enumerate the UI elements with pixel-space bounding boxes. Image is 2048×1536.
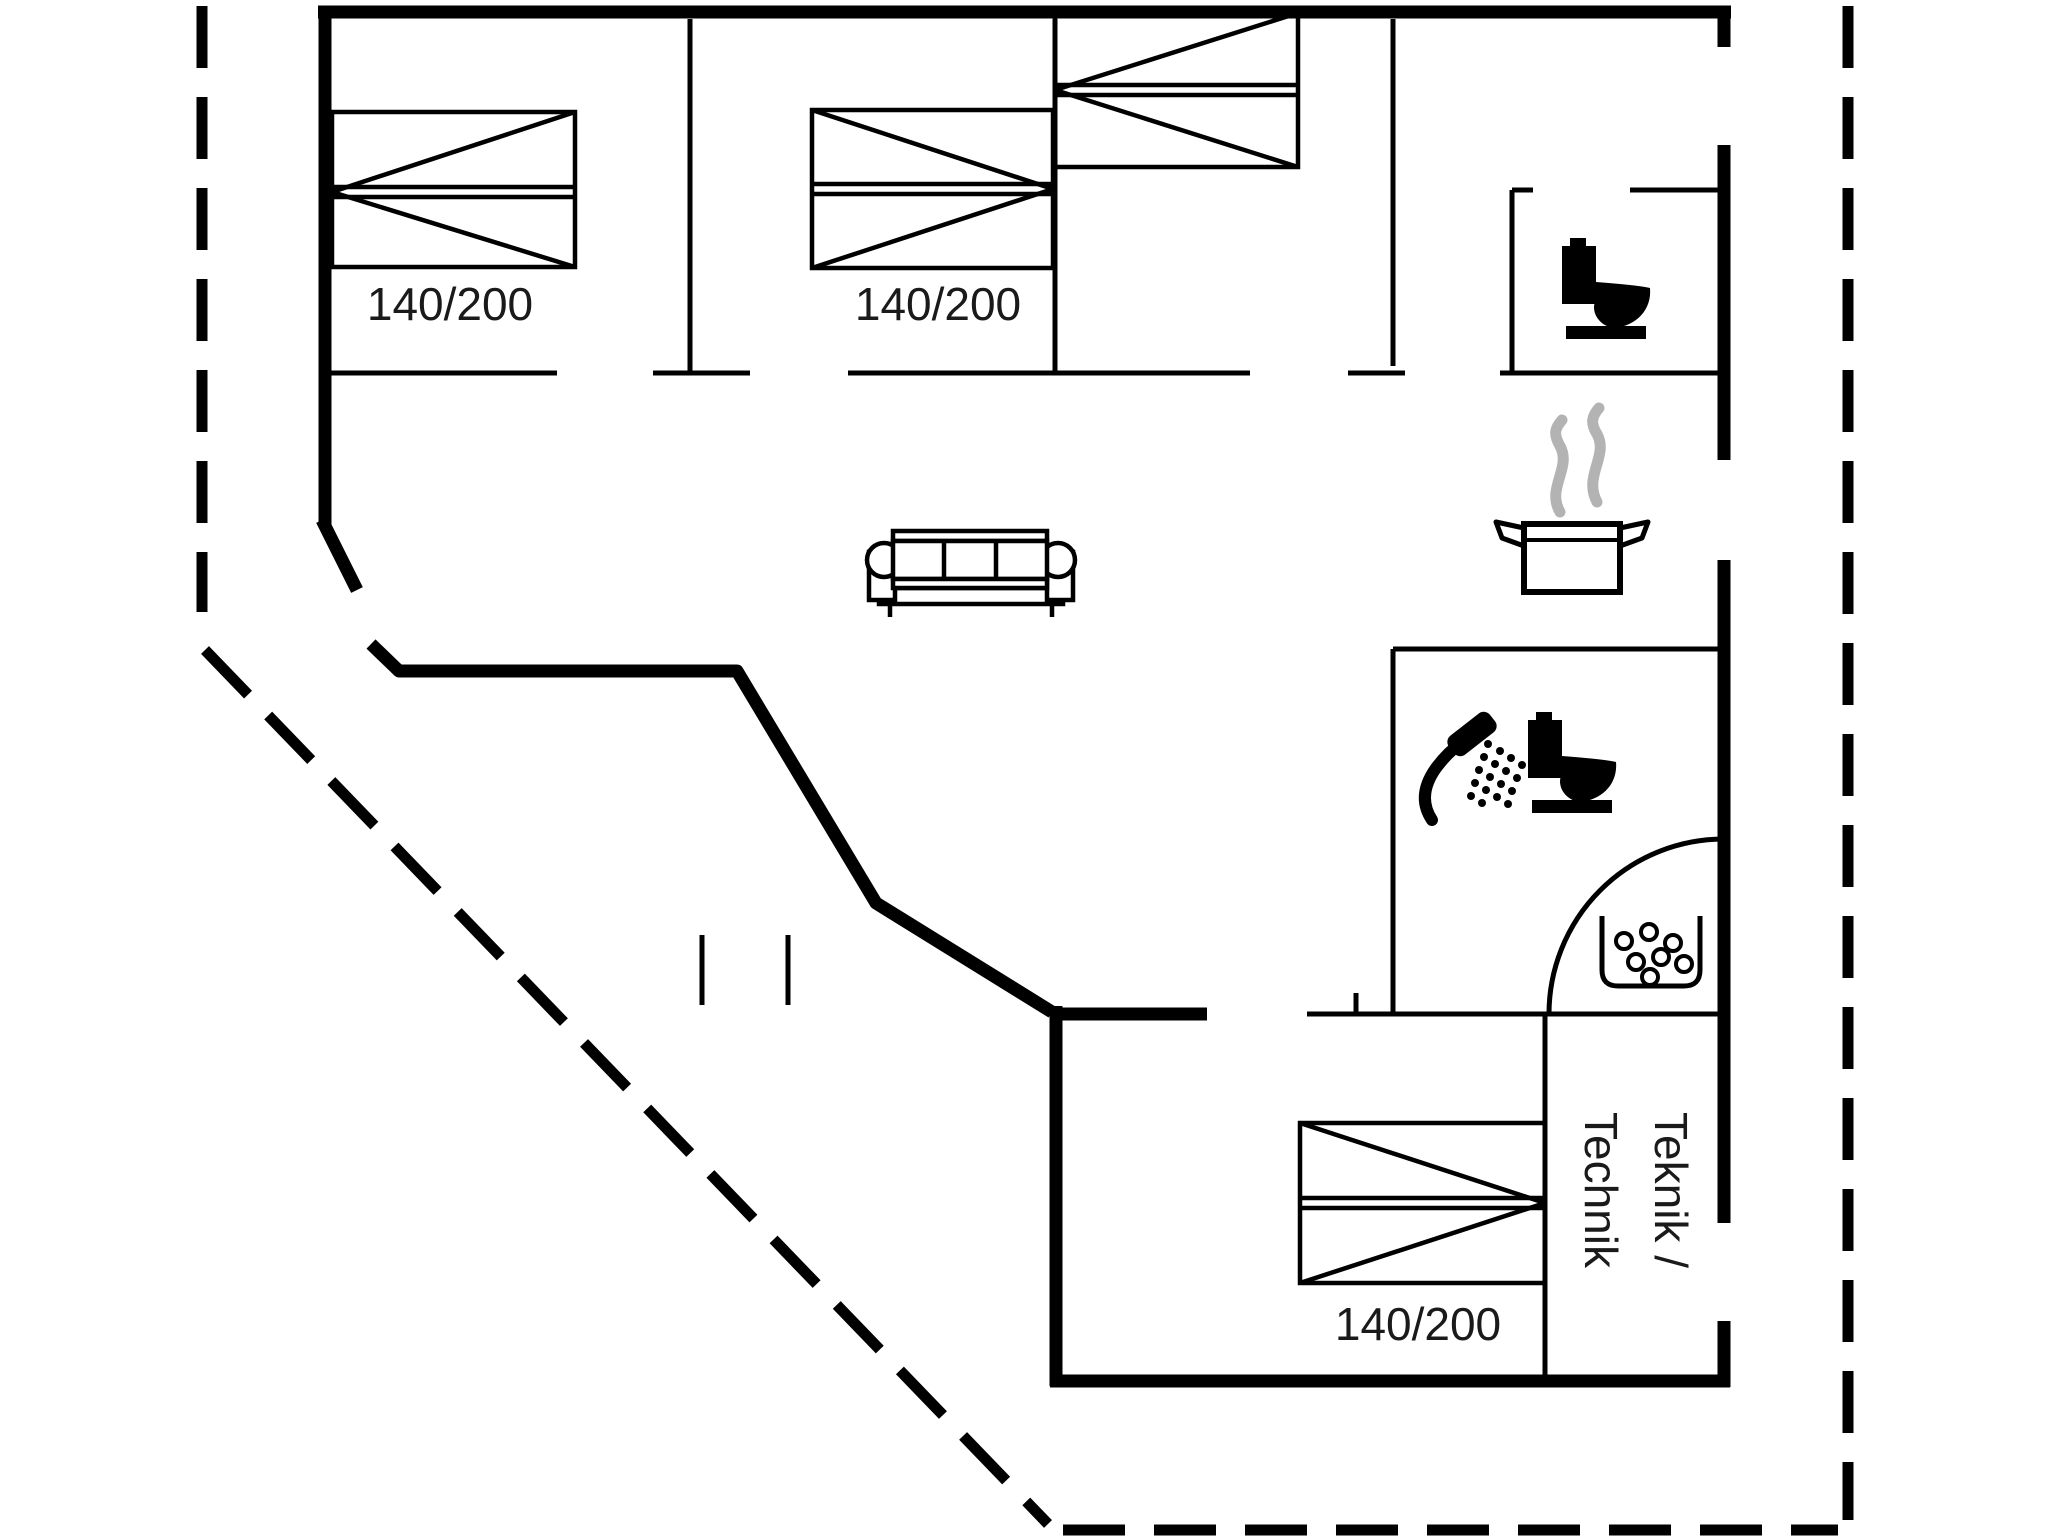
entrance-step-marks [699,935,791,1005]
bedroom-4-bed [1297,1120,1548,1286]
technik-room-label-line1: Teknik / [1645,1112,1697,1268]
toilet-icon [1562,238,1651,339]
double-bed-icon [809,107,1056,271]
cooking-pot-icon [1493,519,1651,595]
shower-icon [1419,711,1526,826]
bed-size-label: 140/200 [367,278,533,330]
boundary-diagonal [201,646,1052,1528]
toilet-icon [1528,712,1617,813]
property-boundary-dashed [196,6,1854,1536]
steam-icon [1550,402,1606,518]
bedroom-3-bed [1052,10,1301,170]
wall-left-nub [316,517,363,593]
interior-walls [320,19,1726,1381]
bedroom-1-bed [329,109,578,270]
shower-spray-dots [1467,740,1526,808]
double-bed-icon [1052,10,1301,170]
double-bed-icon [1297,1120,1548,1286]
washing-machine-icon [1599,916,1703,989]
technik-room-label-line2: Technik [1575,1112,1627,1269]
wall-living-room [366,639,1056,1018]
double-bed-icon [329,109,578,270]
bed-size-label: 140/200 [855,278,1021,330]
door-swing-arc [1546,836,1725,1015]
sofa-icon [864,528,1078,617]
bed-size-label: 140/200 [1335,1298,1501,1350]
bedroom-2-bed [809,107,1056,271]
outer-walls [316,5,1731,1388]
shower-hose [1419,738,1466,826]
